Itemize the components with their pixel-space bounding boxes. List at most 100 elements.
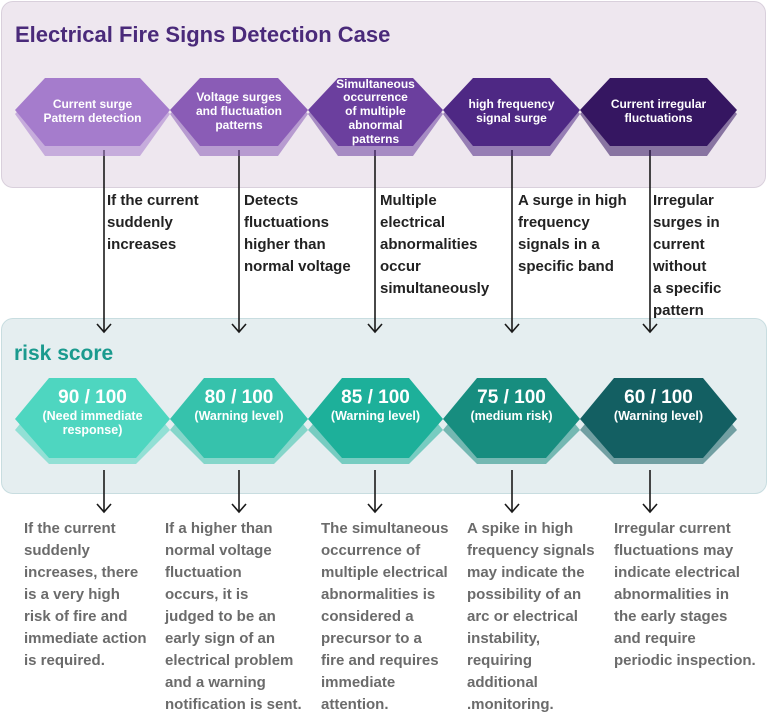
outcome-line: If the current [24, 520, 116, 537]
outcome-line: judged to be an [165, 608, 276, 625]
sign-label-line: Current surge [52, 97, 133, 112]
outcome-line: notification is sent. [165, 696, 302, 713]
detection-line: specific band [518, 258, 614, 275]
detection-line: Irregular [653, 192, 714, 209]
score-arrow-head [504, 503, 520, 514]
sign-label-line: patterns [215, 117, 263, 132]
outcome-line: indicate electrical [614, 564, 740, 581]
score-label: 60 / 100(Warning level) [594, 387, 723, 458]
detection-line: signals in a [518, 236, 600, 253]
sign-label-line: occurrence [343, 90, 408, 105]
detection-line: normal voltage [244, 258, 351, 275]
outcome-line: additional [467, 674, 538, 691]
sign-hexagon [443, 78, 580, 146]
score-value: 60 / 100 [624, 387, 693, 408]
score-arrow-head [367, 503, 383, 514]
sign-label-line: signal surge [476, 111, 547, 125]
sign-arrow-head [231, 323, 247, 334]
outcome-line: arc or electrical [467, 608, 578, 625]
detection-line: a specific [653, 280, 722, 297]
sign-label-line: Simultaneous [336, 76, 415, 91]
outcome-line: multiple electrical [321, 564, 448, 581]
outcome-description: The simultaneous occurrence of multiple el… [321, 518, 449, 716]
page-title: Electrical Fire Signs Detection Case [15, 22, 391, 47]
sign-label-line: Current irregular [610, 97, 707, 112]
score-value: 80 / 100 [204, 387, 274, 408]
score-level: (medium risk) [470, 408, 553, 423]
detection-description: Detects fluctuations higher than normal vol… [244, 190, 351, 278]
outcome-line: fluctuations may [614, 542, 734, 559]
outcome-line: frequency signals [467, 542, 595, 559]
score-level: (Warning level) [330, 408, 421, 423]
outcome-line: Irregular current [614, 520, 731, 537]
detection-description: Multiple electrical abnormalities occur simu… [380, 190, 489, 300]
outcome-line: the early stages [614, 608, 728, 625]
sign-hexagon [15, 78, 170, 146]
detection-line: fluctuations [244, 214, 329, 231]
outcome-line: attention. [321, 696, 389, 713]
score-label: 85 / 100(Warning level) [322, 387, 429, 458]
outcome-description: Irregular current fluctuations may indicat… [614, 518, 756, 672]
outcome-line: normal voltage [165, 542, 272, 559]
score-hexagon [15, 378, 170, 458]
outcome-line: electrical problem [165, 652, 294, 669]
outcome-line: precursor to a [321, 630, 422, 647]
outcome-line: occurrence of [321, 542, 421, 559]
detection-line: occur [380, 258, 421, 275]
score-level: (Need immediate [42, 408, 143, 423]
score-level: (Warning level) [194, 408, 284, 423]
outcome-line: fire and requires [321, 652, 439, 669]
detection-line: simultaneously [380, 280, 490, 297]
detection-line: pattern [653, 302, 704, 319]
sign-label-line: Pattern detection [43, 111, 142, 125]
outcome-line: requiring [467, 652, 533, 669]
detection-line: If the current [107, 192, 199, 209]
detection-line: Detects [244, 192, 299, 209]
sign-arrow-head [642, 323, 658, 334]
sign-label-line: and fluctuation [196, 104, 282, 119]
detection-line: A surge in high [518, 192, 627, 209]
detection-line: current [653, 236, 705, 253]
score-hexagon [308, 378, 443, 458]
score-value: 85 / 100 [341, 387, 410, 408]
sign-arrow-head [96, 323, 112, 334]
score-hexagon [580, 378, 737, 458]
score-value: 90 / 100 [58, 387, 127, 408]
score-arrow-head [96, 503, 112, 514]
outcome-line: instability, [467, 630, 541, 647]
sign-hexagon [580, 78, 737, 146]
sign-label-line: fluctuations [624, 111, 693, 125]
detection-line: electrical [380, 214, 446, 231]
risk-score-title: risk score [14, 342, 114, 365]
detection-line: increases [107, 236, 177, 253]
detection-line: without [653, 258, 707, 275]
detection-line: surges in [653, 214, 720, 231]
detection-line: higher than [244, 236, 326, 253]
detection-line: abnormalities [380, 236, 478, 253]
outcome-line: .monitoring. [467, 696, 554, 713]
outcome-line: fluctuation [165, 564, 242, 581]
detection-description: Irregular surges in current without a specif… [653, 190, 721, 322]
detection-line: Multiple [380, 192, 437, 209]
outcome-line: If a higher than [165, 520, 273, 537]
outcome-line: considered a [321, 608, 414, 625]
sign-arrow-head [504, 323, 520, 334]
sign-hexagon [308, 78, 443, 146]
outcome-line: risk of fire and [24, 608, 128, 625]
score-arrow-head [642, 503, 658, 514]
sign-label-line: of multiple abnormal [345, 104, 406, 132]
score-hexagon [443, 378, 580, 458]
outcome-line: The simultaneous [321, 520, 449, 537]
outcome-line: is a very high [24, 586, 120, 603]
